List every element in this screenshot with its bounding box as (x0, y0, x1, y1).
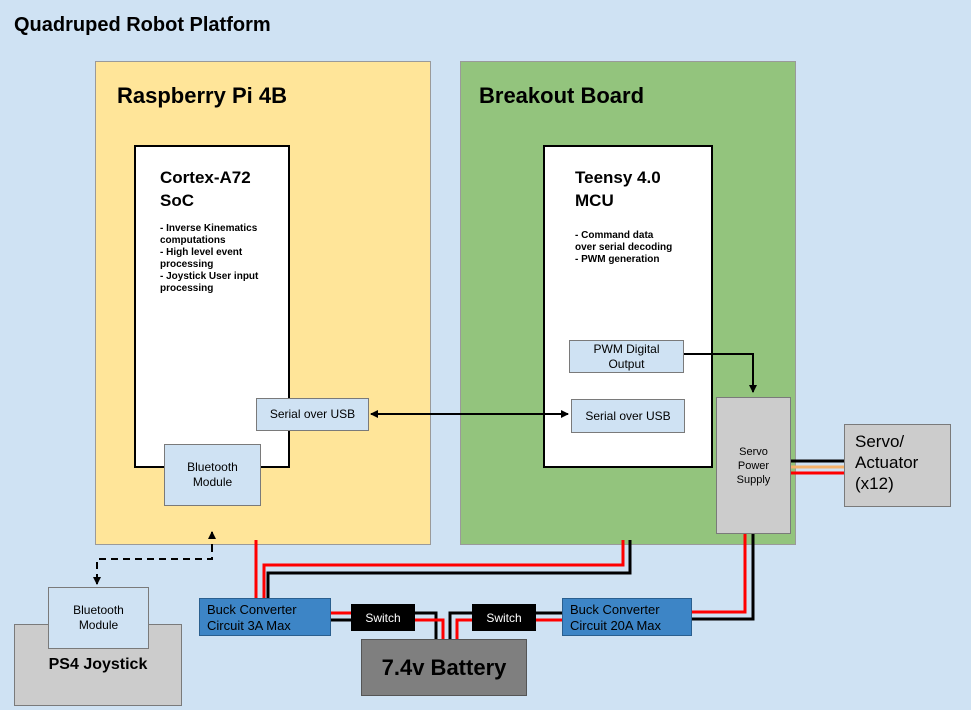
mcu-serial-usb: Serial over USB (571, 399, 685, 433)
buck-converter-3a: Buck Converter Circuit 3A Max (199, 598, 331, 636)
battery: 7.4v Battery (361, 639, 527, 696)
switch-right[interactable]: Switch (472, 604, 536, 631)
cortex-soc-notes: - Inverse Kinematics computations - High… (160, 223, 259, 294)
switch-left[interactable]: Switch (351, 604, 415, 631)
diagram-title: Quadruped Robot Platform (14, 14, 271, 36)
power-3a-positive (262, 540, 625, 598)
bluetooth-link (96, 545, 213, 582)
power-3a-ground (266, 540, 632, 598)
pwm-arrow (684, 353, 757, 393)
ps4-joystick-label: PS4 Joystick (48, 656, 148, 673)
rpi-bluetooth-module: Bluetooth Module (164, 444, 261, 506)
raspberry-pi-title: Raspberry Pi 4B (117, 83, 287, 108)
servo-actuator: Servo/ Actuator (x12) (844, 424, 951, 507)
cortex-soc-title: Cortex-A72 SoC (160, 168, 251, 210)
power-20a-positive (692, 534, 747, 614)
teensy-mcu-title: Teensy 4.0 MCU (575, 168, 661, 210)
buck-converter-20a: Buck Converter Circuit 20A Max (562, 598, 692, 636)
pwm-digital-output: PWM Digital Output (569, 340, 684, 373)
power-20a-ground (692, 534, 755, 621)
breakout-board-title: Breakout Board (479, 83, 645, 108)
battery-left-wire (415, 611, 438, 639)
battery-right-wire (448, 611, 472, 639)
servo-power-supply: Servo Power Supply (716, 397, 791, 534)
rpi-serial-usb: Serial over USB (256, 398, 369, 431)
teensy-mcu-notes: - Command data over serial decoding - PW… (575, 230, 673, 265)
joystick-bluetooth-module: Bluetooth Module (48, 587, 149, 649)
